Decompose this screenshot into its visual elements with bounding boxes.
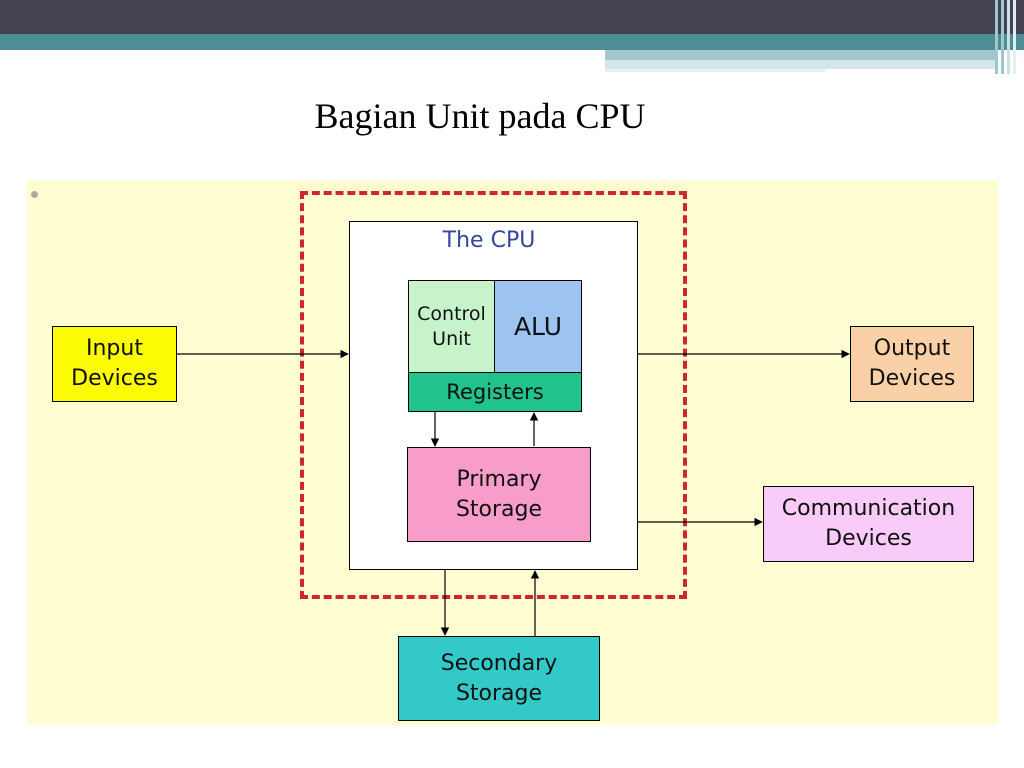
cpu-label: The CPU [442,228,536,253]
communication-devices-box: Communication Devices [763,486,974,562]
input-devices-box: Input Devices [52,326,177,402]
output-devices-box: Output Devices [850,326,974,402]
secondary-storage-box: Secondary Storage [398,636,600,721]
header-teal-band [0,34,1024,50]
slide-title: Bagian Unit pada CPU [314,96,646,136]
control-unit-box: Control Unit [408,280,495,373]
cpu-boundary-dashed [300,191,687,599]
header-light-strip [605,50,995,60]
header-vertical-line [995,0,998,74]
header-vertical-line [1007,0,1010,74]
header-light-strip [605,69,825,72]
header-bar [0,0,1024,34]
header-vertical-line [1001,0,1004,74]
registers-box: Registers [408,372,582,412]
bullet-dot [31,191,38,198]
alu-box: ALU [494,280,582,373]
header-light-strip [605,60,995,69]
primary-storage-box: Primary Storage [407,447,591,542]
header-vertical-line [1013,0,1016,74]
